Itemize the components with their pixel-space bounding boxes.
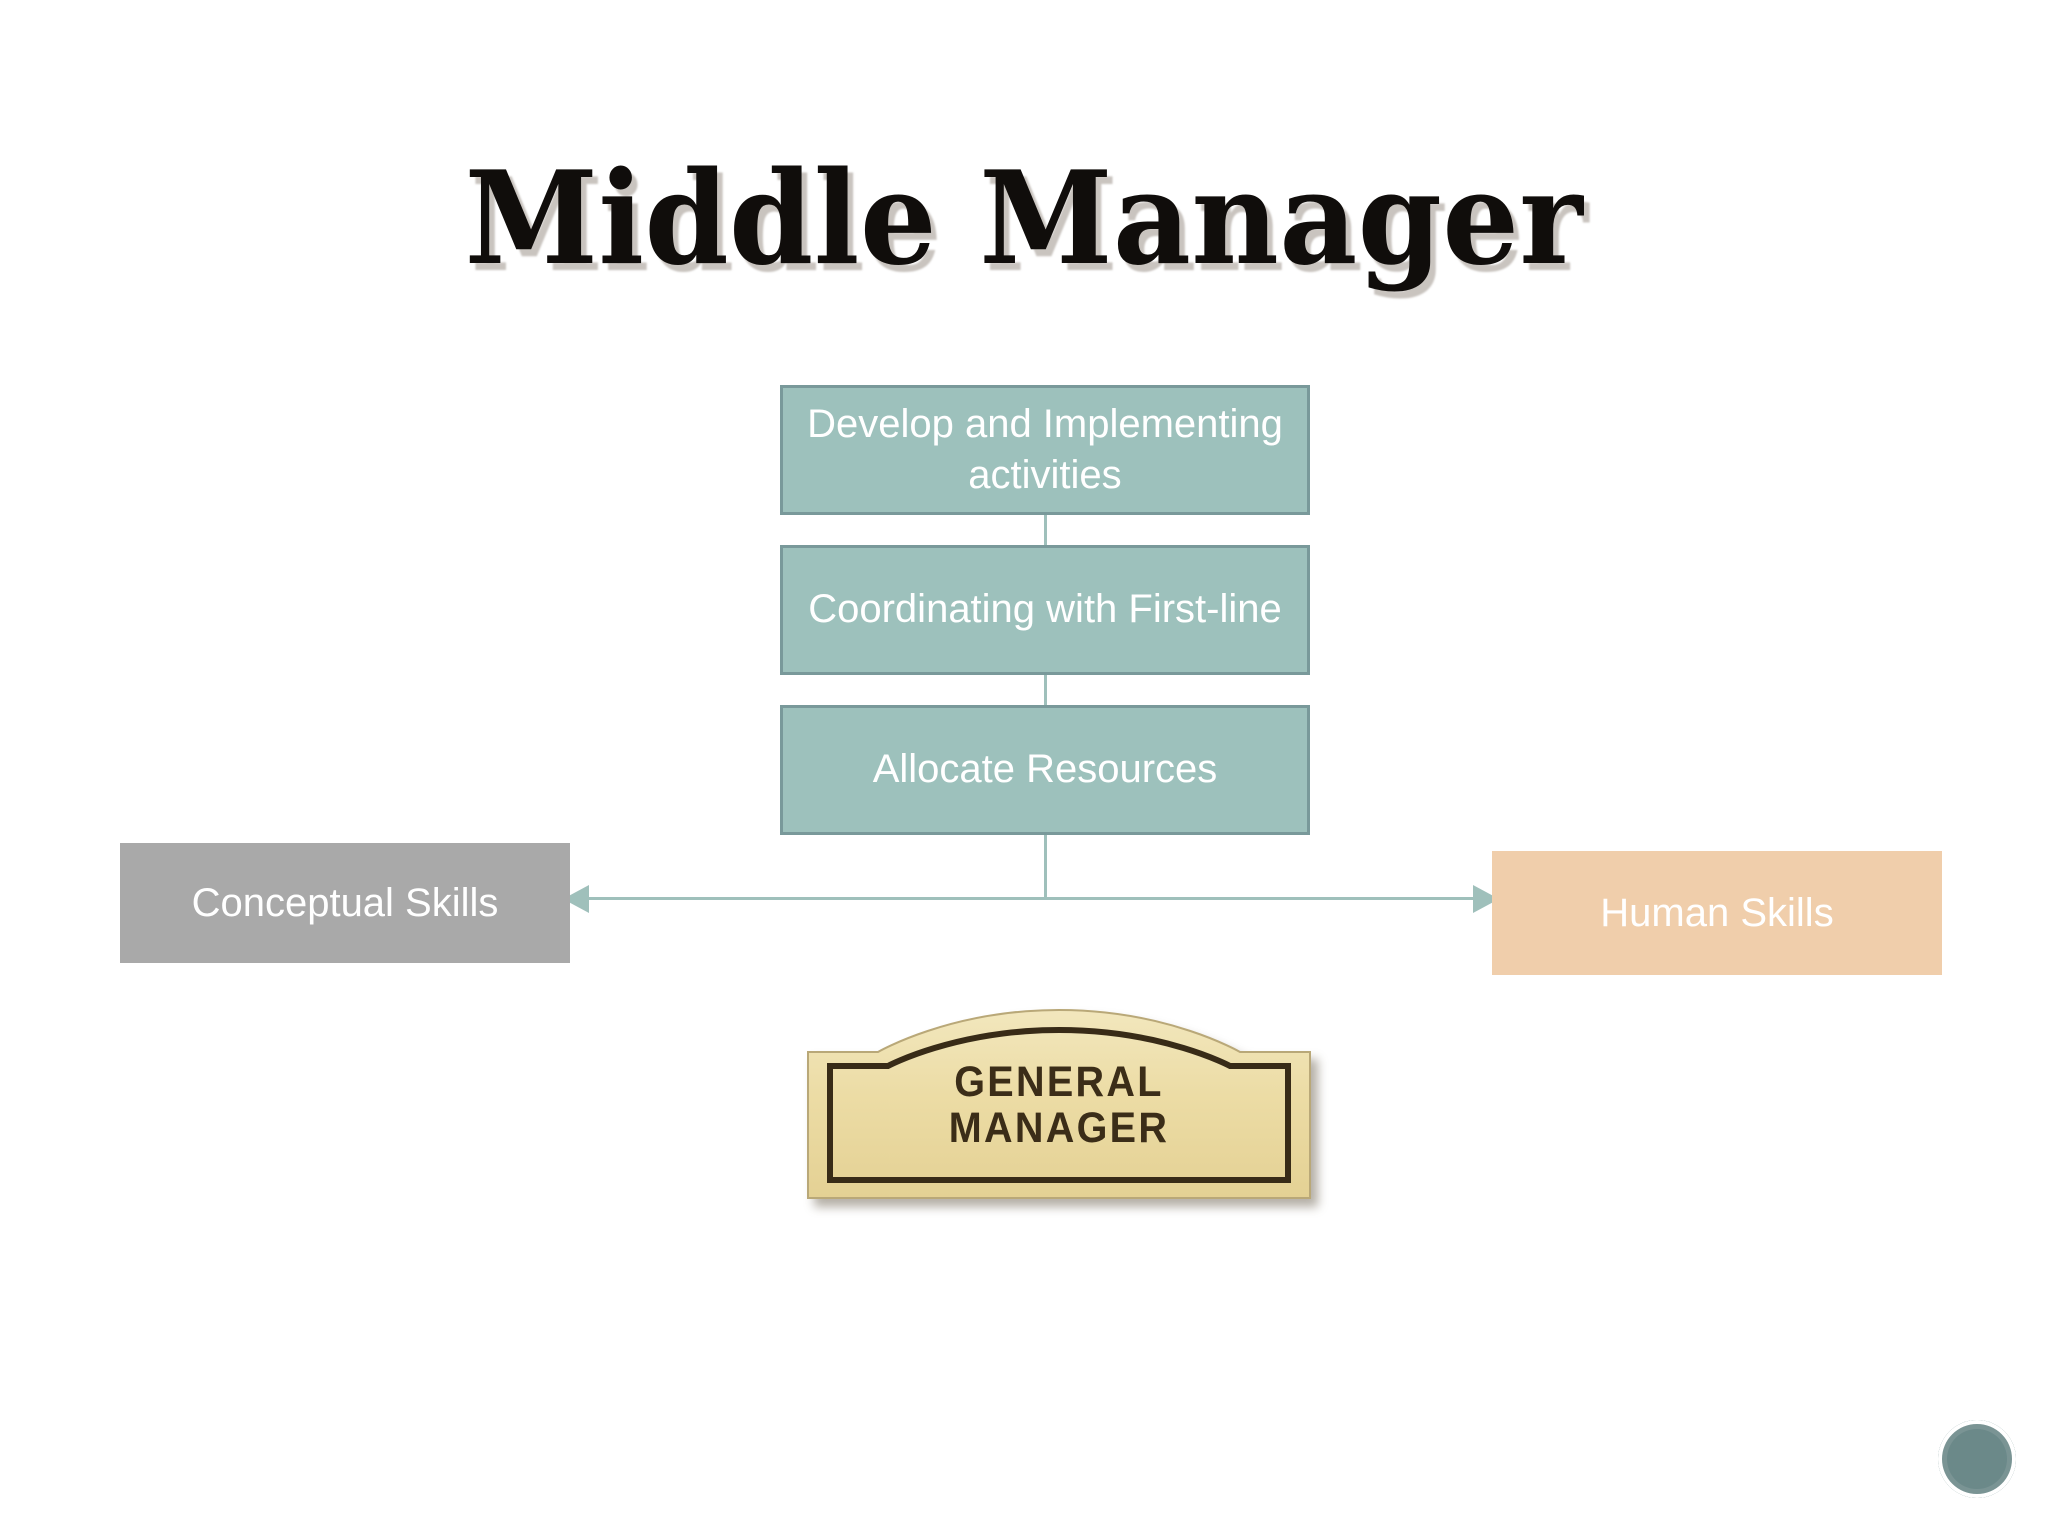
process-box-develop[interactable]: Develop and Implementing activities [780, 385, 1310, 515]
process-box-allocate[interactable]: Allocate Resources [780, 705, 1310, 835]
circular-logo-icon [1938, 1420, 2016, 1498]
plaque-shape-icon [807, 1008, 1311, 1199]
skill-box-conceptual-label: Conceptual Skills [191, 880, 499, 925]
skill-box-conceptual[interactable]: Conceptual Skills [120, 843, 570, 963]
process-box-coordinating[interactable]: Coordinating with First-line [780, 545, 1310, 675]
process-box-allocate-label: Allocate Resources [872, 747, 1218, 792]
skill-box-human-label: Human Skills [1600, 890, 1834, 935]
process-box-develop-label: Develop and Implementing activities [807, 401, 1283, 497]
horizontal-connector-line [585, 897, 1475, 900]
process-box-coordinating-label: Coordinating with First-line [808, 587, 1282, 632]
skill-box-human[interactable]: Human Skills [1492, 851, 1942, 975]
page-title: Middle Manager [464, 144, 1584, 294]
general-manager-plaque[interactable] [800, 1008, 1318, 1204]
